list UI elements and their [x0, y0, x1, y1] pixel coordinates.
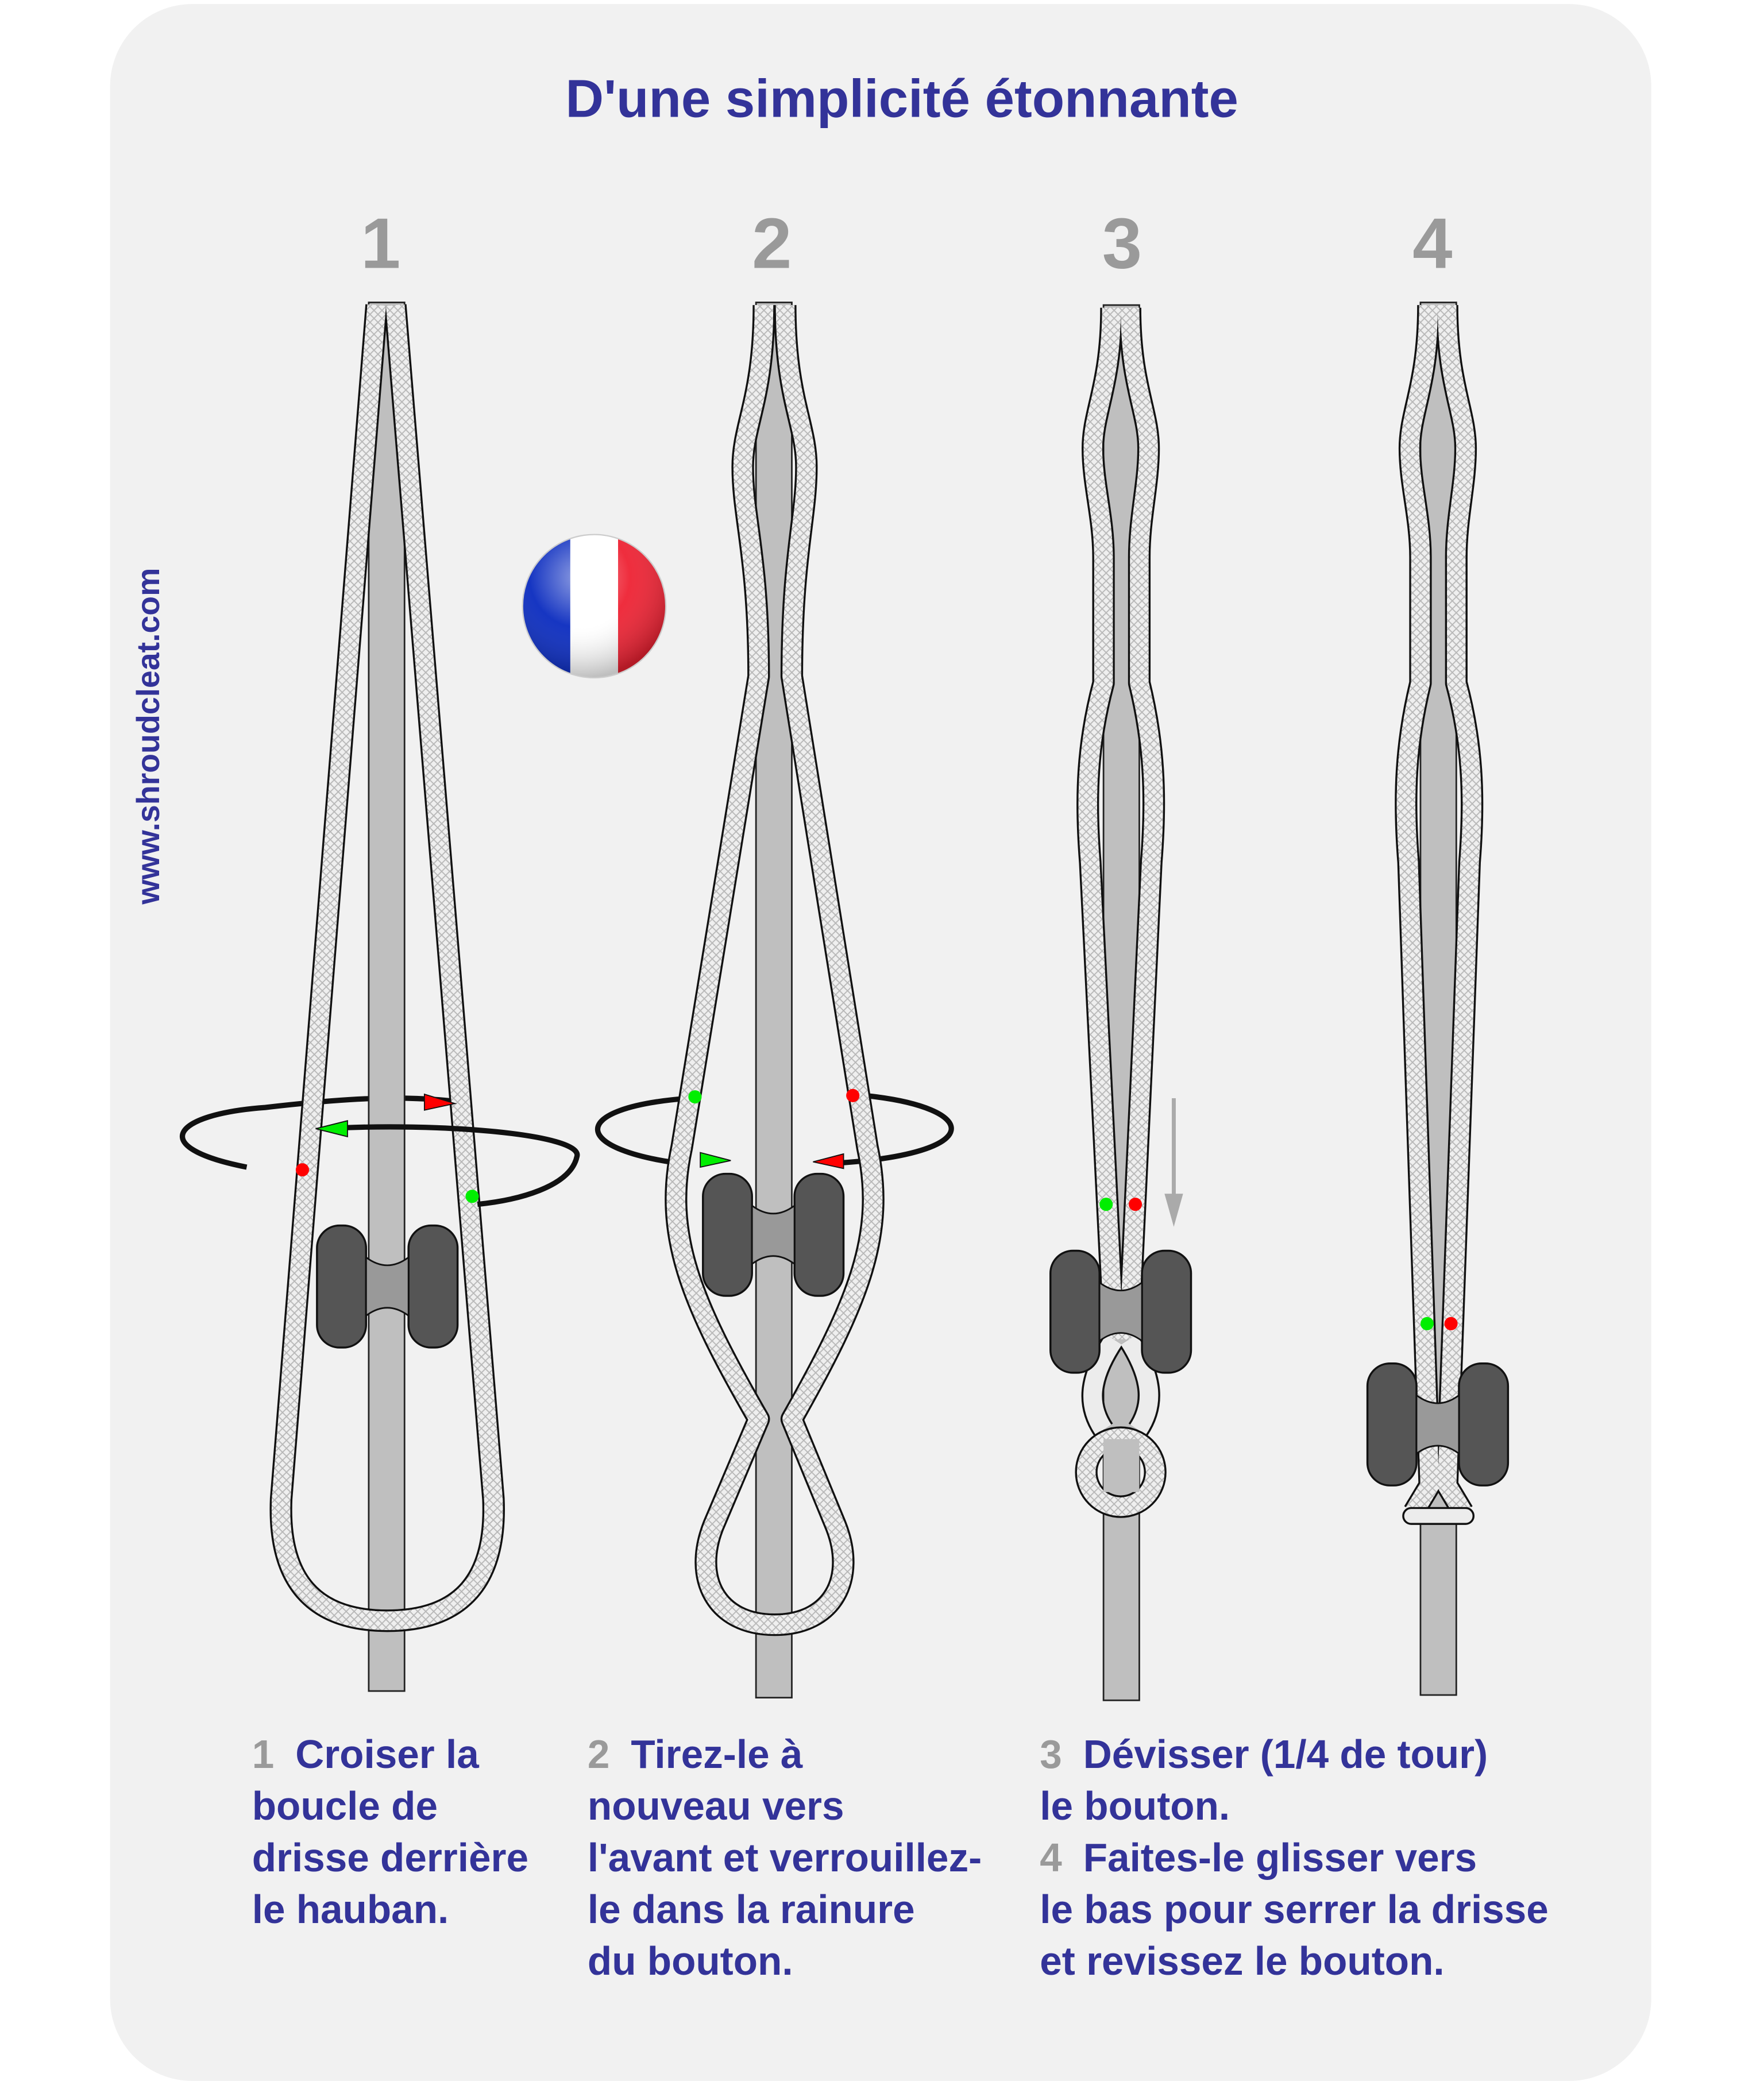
step-3-illustration	[1049, 304, 1192, 1701]
green-arrowhead	[700, 1152, 731, 1168]
red-marker	[1128, 1198, 1142, 1211]
france-flag-icon	[522, 534, 667, 679]
caption-number: 3	[1040, 1732, 1062, 1777]
svg-text:le hauban.: le hauban.	[252, 1887, 449, 1932]
svg-text:l'avant et verrouillez-: l'avant et verrouillez-	[588, 1835, 982, 1880]
step-number-2: 2	[752, 203, 792, 283]
caption-number: 4	[1040, 1835, 1062, 1880]
svg-text:le bouton.: le bouton.	[1040, 1783, 1230, 1828]
red-marker	[846, 1088, 860, 1102]
green-marker	[1420, 1316, 1434, 1331]
red-arrowhead	[423, 1093, 457, 1111]
step-number-1: 1	[361, 203, 400, 283]
svg-text:nouveau vers: nouveau vers	[588, 1783, 844, 1828]
down-arrow-icon	[1164, 1098, 1183, 1227]
svg-text:le bas pour serrer la drisse: le bas pour serrer la drisse	[1040, 1887, 1549, 1932]
halyard-loop	[1395, 305, 1484, 1525]
rotation-arrow-left	[595, 1095, 690, 1167]
green-marker	[465, 1190, 479, 1203]
step-4-illustration	[1366, 302, 1510, 1696]
caption-number: 1	[252, 1732, 275, 1777]
step-1-illustration	[180, 302, 580, 1692]
svg-text:et revissez le bouton.: et revissez le bouton.	[1040, 1939, 1444, 1983]
halyard-loop	[269, 304, 505, 1632]
step-number-4: 4	[1412, 203, 1452, 283]
page-title: D'une simplicité étonnante	[565, 68, 1238, 128]
red-marker	[295, 1163, 310, 1177]
step-number-3: 3	[1102, 203, 1142, 283]
shroud-rod	[368, 302, 406, 1692]
shroud-rod	[755, 302, 793, 1699]
green-marker	[688, 1090, 702, 1104]
red-marker	[1444, 1316, 1458, 1331]
rotation-arrow-front	[325, 1124, 580, 1207]
rotation-arrow-right	[835, 1092, 954, 1166]
green-arrowhead	[315, 1120, 348, 1138]
step-2-illustration	[595, 302, 954, 1699]
halyard-loop	[665, 305, 885, 1636]
svg-text:drisse derrière: drisse derrière	[252, 1835, 528, 1880]
svg-text:du bouton.: du bouton.	[588, 1939, 793, 1983]
svg-text:le dans la rainure: le dans la rainure	[588, 1887, 915, 1932]
green-marker	[1099, 1198, 1113, 1211]
halyard-loop	[1075, 307, 1167, 1518]
caption-number: 2	[588, 1732, 610, 1777]
website-link[interactable]: www.shroudcleat.com	[130, 568, 166, 905]
red-arrowhead	[813, 1153, 844, 1169]
svg-text:boucle de: boucle de	[252, 1783, 438, 1828]
